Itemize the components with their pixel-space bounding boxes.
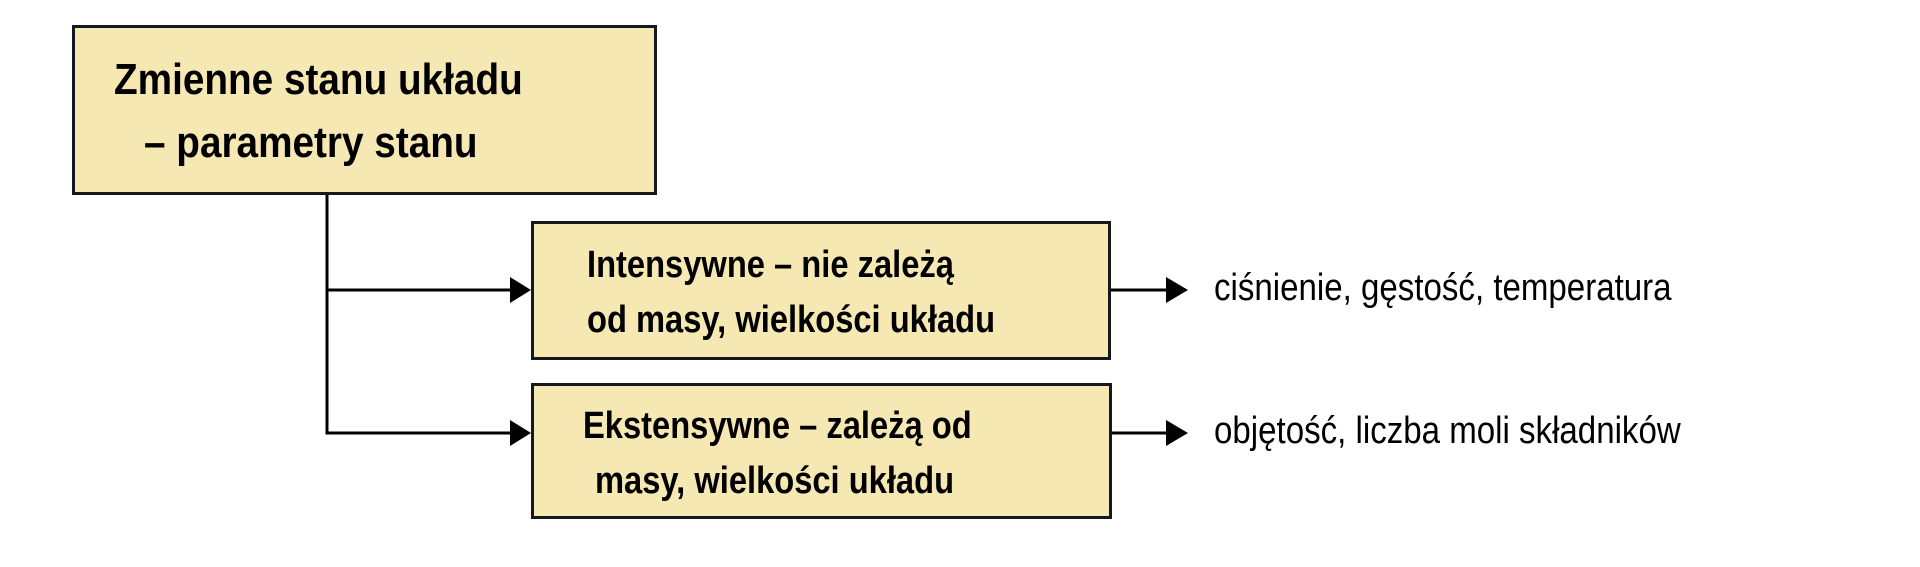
arrowhead-icon bbox=[510, 420, 531, 446]
extensive-examples-text: objętość, liczba moli składników bbox=[1214, 410, 1681, 452]
intensive-node-line-2: od masy, wielkości układu bbox=[587, 299, 996, 341]
root-node-state-variables: Zmienne stanu układu – parametry stanu bbox=[72, 25, 657, 195]
extensive-node-line-1: Ekstensywne – zależą od bbox=[583, 405, 972, 447]
arrowhead-icon bbox=[1166, 277, 1188, 303]
intensive-node-line-1: Intensywne – nie zależą bbox=[587, 244, 954, 286]
arrowhead-icon bbox=[1166, 420, 1188, 446]
arrowhead-icon bbox=[510, 277, 531, 303]
root-node-title-line-1: Zmienne stanu układu bbox=[114, 55, 523, 104]
extensive-node-line-2: masy, wielkości układu bbox=[595, 460, 955, 502]
node-intensive-variables: Intensywne – nie zależą od masy, wielkoś… bbox=[531, 221, 1111, 360]
root-node-title-line-2: – parametry stanu bbox=[144, 118, 478, 167]
intensive-examples-text: ciśnienie, gęstość, temperatura bbox=[1214, 267, 1672, 309]
node-extensive-variables: Ekstensywne – zależą od masy, wielkości … bbox=[531, 383, 1112, 519]
